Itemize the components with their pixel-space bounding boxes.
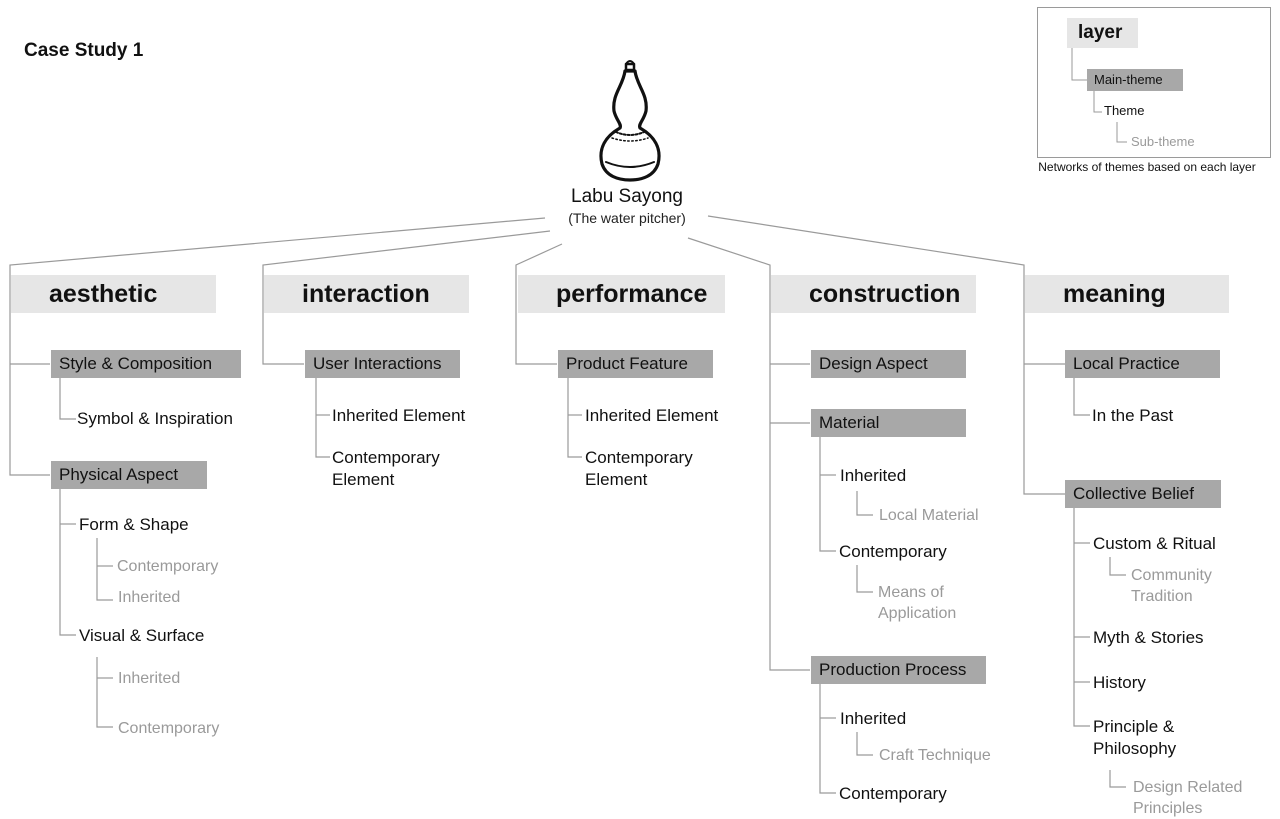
sub-theme-local-material: Local Material	[879, 507, 979, 524]
theme-form-shape: Form & Shape	[79, 515, 189, 534]
theme-contemporary: Contemporary	[839, 784, 947, 803]
layer-construction: construction	[771, 275, 976, 313]
theme-inherited: Inherited	[840, 466, 907, 485]
main-theme-material: Material	[811, 409, 966, 437]
main-theme-style-composition: Style & Composition	[51, 350, 241, 378]
sub-theme-means-of-application: Means of Application	[878, 584, 957, 622]
legend-layer-label: layer	[1067, 18, 1138, 48]
theme-contemporary-element: Contemporary Element	[585, 448, 693, 489]
main-theme-physical-aspect: Physical Aspect	[51, 461, 207, 489]
theme-in-the-past: In the Past	[1092, 406, 1174, 425]
main-theme-design-aspect: Design Aspect	[811, 350, 966, 378]
theme-myth-stories: Myth & Stories	[1093, 628, 1204, 647]
sub-theme-inherited: Inherited	[118, 670, 181, 687]
layer-meaning: meaning	[1025, 275, 1229, 313]
theme-visual-surface: Visual & Surface	[79, 626, 205, 645]
sub-theme-community-tradition: Community Tradition	[1131, 567, 1212, 605]
legend-caption: Networks of themes based on each layer	[1038, 160, 1256, 174]
layer-performance: performance	[518, 275, 725, 313]
theme-history: History	[1093, 673, 1146, 692]
theme-custom-ritual: Custom & Ritual	[1093, 534, 1216, 553]
sub-theme-contemporary: Contemporary	[118, 720, 220, 737]
main-theme-local-practice: Local Practice	[1065, 350, 1220, 378]
sub-theme-contemporary: Contemporary	[117, 558, 219, 575]
theme-principle-philosophy: Principle & Philosophy	[1093, 717, 1177, 758]
main-theme-collective-belief: Collective Belief	[1065, 480, 1221, 508]
theme-contemporary-element: Contemporary Element	[332, 448, 440, 489]
theme-inherited-element: Inherited Element	[332, 406, 466, 425]
theme-inherited-element: Inherited Element	[585, 406, 719, 425]
theme-symbol-inspiration: Symbol & Inspiration	[77, 409, 233, 428]
layer-interaction: interaction	[264, 275, 469, 313]
main-theme-production-process: Production Process	[811, 656, 986, 684]
legend-sub-theme-label: Sub-theme	[1131, 134, 1195, 149]
water-pitcher-gourd-icon	[599, 60, 661, 182]
theme-inherited: Inherited	[840, 709, 907, 728]
sub-theme-craft-technique: Craft Technique	[879, 747, 991, 764]
layer-aesthetic: aesthetic	[11, 275, 216, 313]
case-study-title: Case Study 1	[24, 40, 144, 61]
sub-theme-design-related-principles: Design Related Principles	[1133, 779, 1243, 817]
sub-theme-inherited: Inherited	[118, 589, 181, 606]
main-theme-user-interactions: User Interactions	[305, 350, 460, 378]
root-title: Labu Sayong	[571, 186, 683, 207]
root-subtitle: (The water pitcher)	[568, 210, 686, 226]
theme-contemporary: Contemporary	[839, 542, 947, 561]
legend-main-theme-label: Main-theme	[1087, 69, 1183, 91]
legend-box	[1037, 7, 1271, 158]
main-theme-product-feature: Product Feature	[558, 350, 713, 378]
legend-theme-label: Theme	[1104, 103, 1145, 118]
